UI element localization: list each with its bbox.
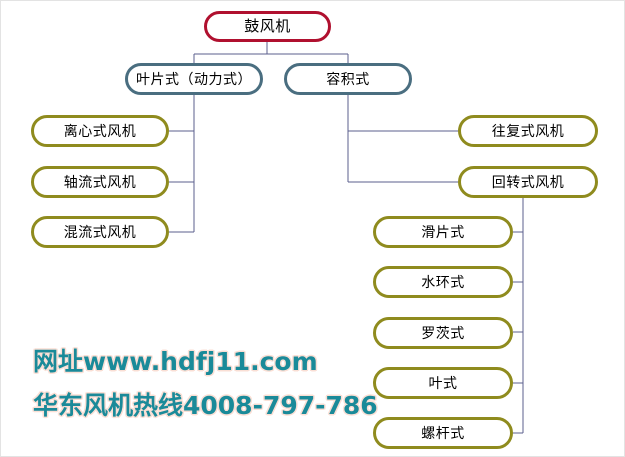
node-reciprocating-fan[interactable]: 往复式风机 <box>458 115 598 147</box>
node-root-blower[interactable]: 鼓风机 <box>204 11 331 42</box>
node-label: 水环式 <box>421 274 465 290</box>
node-label: 往复式风机 <box>491 123 565 139</box>
node-rotary-fan[interactable]: 回转式风机 <box>458 166 598 198</box>
node-volumetric-type[interactable]: 容积式 <box>284 63 412 95</box>
node-label: 罗茨式 <box>421 325 465 341</box>
node-label: 鼓风机 <box>244 18 291 35</box>
node-mixed-flow-fan[interactable]: 混流式风机 <box>31 216 169 248</box>
watermark-website: 网址www.hdfj11.com <box>33 347 318 376</box>
node-label: 离心式风机 <box>63 123 137 139</box>
node-centrifugal-fan[interactable]: 离心式风机 <box>31 115 169 147</box>
node-label: 叶片式（动力式） <box>136 71 252 87</box>
node-label: 轴流式风机 <box>63 174 137 190</box>
node-vane-type[interactable]: 叶片式（动力式） <box>125 63 263 95</box>
node-screw-type[interactable]: 螺杆式 <box>373 417 513 449</box>
node-sliding-vane[interactable]: 滑片式 <box>373 216 513 248</box>
node-label: 滑片式 <box>421 224 465 240</box>
node-label: 叶式 <box>428 375 458 391</box>
node-roots-type[interactable]: 罗茨式 <box>373 317 513 349</box>
node-axial-fan[interactable]: 轴流式风机 <box>31 166 169 198</box>
node-water-ring[interactable]: 水环式 <box>373 266 513 298</box>
watermark-hotline: 华东风机热线4008-797-786 <box>33 391 378 420</box>
node-label: 回转式风机 <box>491 174 565 190</box>
node-vane-blade-type[interactable]: 叶式 <box>373 367 513 399</box>
node-label: 容积式 <box>326 71 370 87</box>
node-label: 螺杆式 <box>421 425 465 441</box>
node-label: 混流式风机 <box>63 224 137 240</box>
